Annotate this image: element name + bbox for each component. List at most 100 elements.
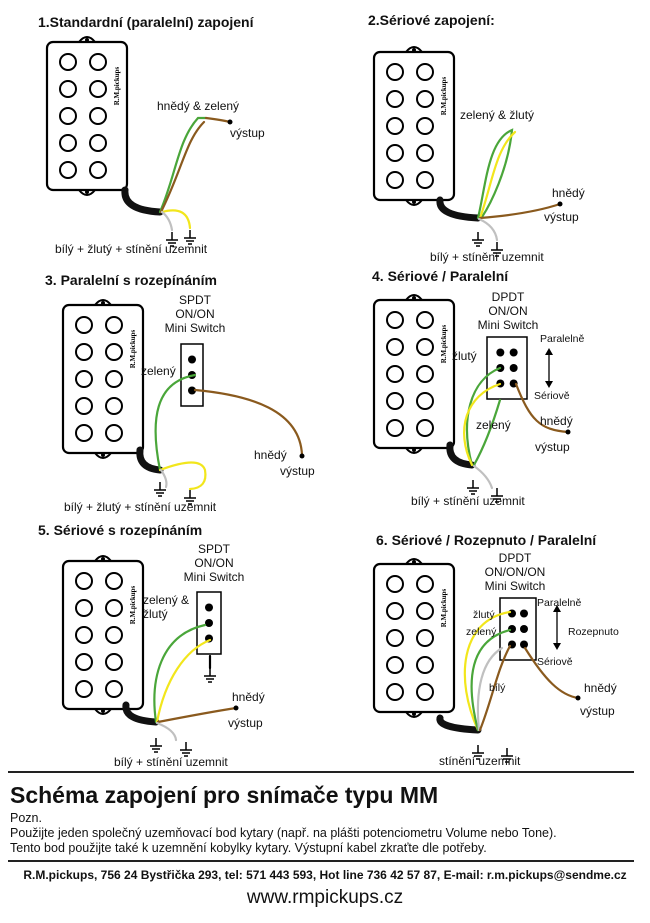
pole-piece (89, 161, 107, 179)
diagram-5-switch-label: SPDT ON/ON Mini Switch (183, 542, 245, 584)
pole-piece (386, 629, 404, 647)
ground-symbol-icon (184, 490, 196, 505)
pole-piece (59, 107, 77, 125)
diagram-3-title: 3. Paralelní s rozepínáním (45, 272, 217, 288)
pickup-2: R.M.pickups (372, 46, 456, 206)
ground-symbol-icon (204, 668, 216, 683)
footer-note-line-1: Použijte jeden společný uzemňovací bod k… (10, 826, 557, 840)
pickup-tab (405, 558, 423, 718)
diagram-5-title: 5. Sériové s rozepínáním (38, 522, 203, 538)
output-terminal (575, 695, 581, 701)
diagram-1-output-label: výstup (230, 126, 265, 140)
diagram-6-white-label: bílý (489, 682, 506, 694)
wire-green (158, 116, 208, 214)
pole-piece (105, 370, 123, 388)
diagram-6-series-label: Sériově (537, 656, 573, 668)
pole-piece (386, 419, 404, 437)
ground-symbol-icon (166, 232, 178, 247)
pickup-housing (372, 562, 456, 714)
diagram-4-title: 4. Sériové / Paralelní (372, 268, 509, 284)
pole-piece (75, 370, 93, 388)
pole-piece (75, 653, 93, 671)
pole-piece (75, 397, 93, 415)
pole-piece (416, 656, 434, 674)
ground-symbol-icon (154, 482, 166, 497)
diagram-6-parallel-label: Paralelně (537, 597, 582, 609)
wire-white (160, 210, 174, 232)
diagram-3-brown-label: hnědý (254, 448, 287, 462)
pickup-brand: R.M.pickups (440, 588, 448, 627)
pole-piece (386, 338, 404, 356)
diagram-2-wire-label: zelený & žlutý (460, 108, 535, 122)
pole-piece (386, 683, 404, 701)
wire-white (476, 646, 504, 732)
pole-piece (386, 392, 404, 410)
shielded-cable (436, 196, 482, 222)
pole-piece (75, 316, 93, 334)
ground-symbol-icon (501, 748, 513, 763)
diagram-4-switch-label: DPDT ON/ON Mini Switch (477, 290, 539, 332)
diagram-6-open-label: Rozepnuto (568, 626, 619, 638)
pole-piece (75, 343, 93, 361)
pole-piece (75, 572, 93, 590)
pole-piece (75, 680, 93, 698)
wire-brown (514, 382, 570, 434)
pickup-1: R.M.pickups (45, 36, 129, 196)
pickup-4: R.M.pickups (372, 294, 456, 454)
pole-piece (416, 311, 434, 329)
wire-brown (478, 644, 512, 732)
wire-yellow (463, 382, 502, 467)
pole-piece (416, 419, 434, 437)
pickup-housing (45, 40, 129, 192)
switch-body (486, 336, 528, 400)
ground-symbol-icon (467, 480, 479, 495)
pole-piece (416, 575, 434, 593)
diagram-6-switch-label: DPDT ON/ON/ON Mini Switch (484, 551, 546, 593)
diagram-6-output-label: výstup (580, 704, 615, 718)
pole-piece (416, 144, 434, 162)
switch-lug (508, 625, 516, 633)
switch-lug (205, 619, 213, 627)
wire-green (465, 366, 502, 467)
pole-piece (386, 117, 404, 135)
pickup-3: R.M.pickups (61, 299, 145, 459)
diagram-2-output-label: výstup (544, 210, 579, 224)
pole-piece (105, 343, 123, 361)
pole-piece (386, 365, 404, 383)
wire-brown (193, 388, 304, 457)
diagram-3-switch-label: SPDT ON/ON Mini Switch (164, 293, 226, 335)
diagram-4-parallel-label: Paralelně (540, 333, 585, 345)
pole-piece (59, 134, 77, 152)
diagram-2-title: 2.Sériové zapojení: (368, 12, 495, 28)
pole-piece (416, 629, 434, 647)
pole-piece (59, 80, 77, 98)
wire-yellow (463, 610, 512, 732)
pole-piece (386, 63, 404, 81)
wire-white (155, 721, 178, 742)
ground-symbol-icon (180, 742, 192, 757)
wire-green (154, 373, 197, 472)
wire-green (476, 128, 514, 220)
footer-website[interactable]: www.rmpickups.cz (246, 887, 404, 908)
wire-yellow (155, 638, 212, 724)
footer-contact: R.M.pickups, 756 24 Bystřička 293, tel: … (23, 868, 627, 882)
wire-green (153, 623, 207, 724)
diagram-6-green-label: zelený (466, 626, 497, 638)
pickup-brand: R.M.pickups (113, 66, 121, 105)
wire-yellow (158, 461, 207, 491)
diagram-4-ground-label: bílý + stínění uzemnit (411, 494, 525, 508)
pickup-tab (78, 36, 96, 196)
wire-brown (204, 116, 232, 124)
diagram-2-ground-label: bílý + stínění uzemnit (430, 250, 544, 264)
ground-symbol-icon (491, 242, 503, 257)
ground-symbol-icon (184, 230, 196, 245)
switch-body (196, 591, 222, 655)
pole-piece (416, 90, 434, 108)
diagram-3-output-label: výstup (280, 464, 315, 478)
switch-lug (508, 609, 516, 618)
pole-piece (75, 599, 93, 617)
output-terminal (565, 429, 571, 435)
pole-piece (416, 338, 434, 356)
